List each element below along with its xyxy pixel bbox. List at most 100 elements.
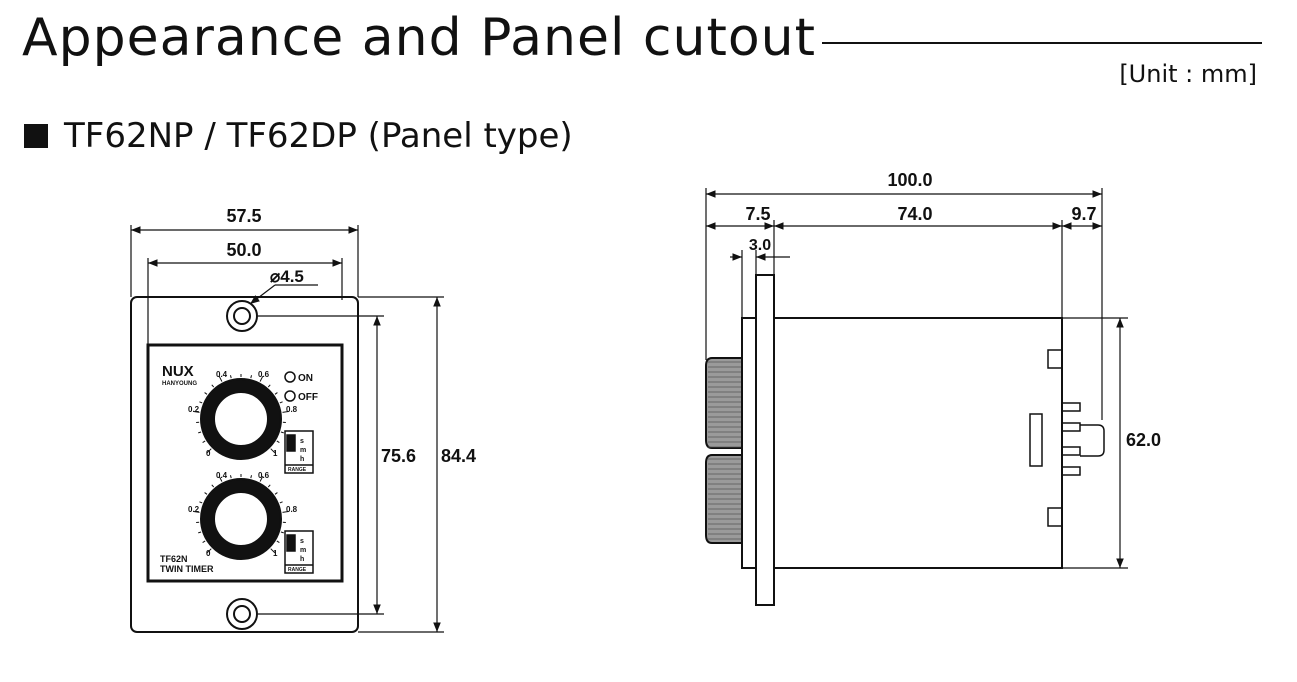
- dial2-tick-1: 1: [273, 549, 278, 558]
- title-rule: [822, 42, 1262, 44]
- side-pins: [1061, 402, 1105, 476]
- dial-tick: [211, 484, 215, 488]
- dim-height-outer-label: 84.4: [441, 446, 476, 466]
- dial-tick: [259, 476, 264, 482]
- side-view: [705, 188, 1128, 606]
- dial1-tick-0.8: 0.8: [286, 405, 298, 414]
- dial-tick: [280, 531, 284, 534]
- subtitle-text: TF62NP / TF62DP (Panel type): [64, 116, 573, 156]
- led-off-label: OFF: [298, 392, 318, 403]
- model-name-label: TWIN TIMER: [160, 564, 214, 574]
- dial-lower[interactable]: [200, 478, 282, 560]
- dim-flange-label: 3.0: [749, 237, 771, 254]
- mount-hole-top: [226, 300, 258, 332]
- dial-tick: [267, 384, 271, 388]
- dial-tick: [274, 392, 278, 395]
- knob-ridges: [708, 361, 741, 540]
- side-knob-upper: [705, 357, 743, 449]
- brand-logo: NUX: [162, 363, 194, 380]
- range1-s: s: [300, 438, 304, 445]
- dial-tick: [202, 540, 206, 543]
- range-switch-upper[interactable]: [284, 430, 314, 474]
- dim-body-label: 74.0: [897, 204, 932, 224]
- dial-tick: [198, 531, 202, 534]
- range-switch-lower[interactable]: [284, 530, 314, 574]
- dial1-tick-0.4: 0.4: [216, 370, 228, 379]
- side-flange-front: [741, 317, 757, 569]
- dial-tick: [276, 440, 280, 443]
- dial-tick: [211, 384, 215, 388]
- range2-m: m: [300, 547, 306, 554]
- dial-tick: [206, 548, 212, 554]
- dim-rear-label: 9.7: [1071, 204, 1096, 224]
- dim-front-label: 7.5: [745, 204, 770, 224]
- dim-width-outer-label: 57.5: [226, 206, 261, 226]
- bullet-square-icon: [24, 124, 48, 148]
- dial-tick: [218, 476, 223, 482]
- side-flange-plate: [755, 274, 775, 606]
- dim-side-height-label: 62.0: [1126, 430, 1161, 450]
- dial-tick: [202, 440, 206, 443]
- dial-tick: [280, 431, 284, 434]
- mount-hole-bottom: [226, 598, 258, 630]
- dial-tick: [199, 501, 203, 504]
- dim-hole-label: ⌀4.5: [270, 267, 304, 286]
- dial-tick: [198, 431, 202, 434]
- dial-tick: [279, 501, 283, 504]
- led-on-indicator: [284, 371, 296, 383]
- dial2-tick-0.8: 0.8: [286, 505, 298, 514]
- dial1-tick-1: 1: [273, 449, 278, 458]
- dial-tick: [193, 510, 200, 513]
- dial2-tick-0.4: 0.4: [216, 471, 228, 480]
- dial-tick: [282, 410, 289, 413]
- dim-total-label: 100.0: [887, 170, 932, 190]
- dial-tick-marks: [193, 374, 289, 554]
- range2-label: RANGE: [288, 567, 307, 573]
- dial-tick: [250, 375, 252, 379]
- front-face-panel: [146, 343, 344, 583]
- dial-tick: [204, 492, 208, 495]
- dial1-tick-0.6: 0.6: [258, 370, 270, 379]
- dial-tick: [250, 475, 252, 479]
- range2-h: h: [300, 556, 304, 563]
- dial-tick: [274, 492, 278, 495]
- range1-h: h: [300, 456, 304, 463]
- front-view: [130, 225, 444, 633]
- dial1-tick-0.2: 0.2: [188, 405, 200, 414]
- front-body-outline: [130, 296, 359, 633]
- page-title: Appearance and Panel cutout: [22, 8, 817, 68]
- dial-tick: [270, 448, 276, 454]
- model-label: TF62N: [160, 554, 188, 564]
- dial-tick: [204, 392, 208, 395]
- dial-tick: [282, 510, 289, 513]
- brand-sub: HANYOUNG: [162, 381, 197, 387]
- dial2-tick-0.2: 0.2: [188, 505, 200, 514]
- range2-s: s: [300, 538, 304, 545]
- range1-m: m: [300, 447, 306, 454]
- dial1-tick-0: 0: [206, 449, 211, 458]
- dial-upper[interactable]: [200, 378, 282, 460]
- dial-tick: [206, 448, 212, 454]
- dial-tick: [199, 401, 203, 404]
- side-body: [773, 317, 1063, 569]
- dial-tick: [230, 375, 232, 379]
- unit-label: [Unit : mm]: [1119, 60, 1257, 88]
- dial2-tick-0.6: 0.6: [258, 471, 270, 480]
- led-off-indicator: [284, 390, 296, 402]
- range1-label: RANGE: [288, 467, 307, 473]
- dial2-tick-0: 0: [206, 549, 211, 558]
- dial-tick: [267, 484, 271, 488]
- dim-height-inner-label: 75.6: [381, 446, 416, 466]
- dial-tick: [279, 401, 283, 404]
- dial-tick: [259, 376, 264, 382]
- side-label-window: [1029, 413, 1043, 467]
- dial-tick: [270, 548, 276, 554]
- led-on-label: ON: [298, 373, 313, 384]
- dial-tick: [276, 540, 280, 543]
- dim-width-inner-label: 50.0: [226, 240, 261, 260]
- dial-tick: [193, 410, 200, 413]
- dial-tick: [218, 376, 223, 382]
- section-subtitle: TF62NP / TF62DP (Panel type): [24, 116, 573, 156]
- dial-tick: [230, 475, 232, 479]
